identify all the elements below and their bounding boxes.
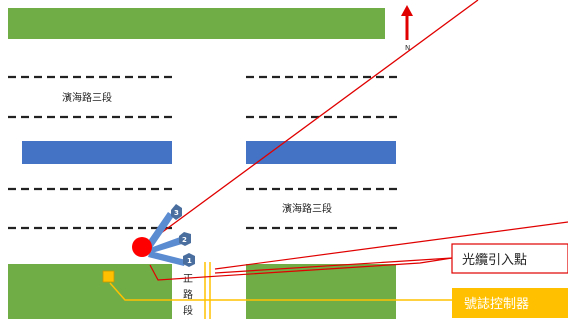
fiber-callout-line-a (214, 221, 568, 270)
vertical-road-char-3: 段 (183, 304, 193, 317)
controller-marker (102, 270, 115, 283)
median-left (22, 141, 172, 164)
median-right (246, 141, 396, 164)
bottom-left-green-block (8, 264, 172, 319)
road-label-right: 濱海路三段 (282, 202, 332, 215)
marker-badge-3: 3 (171, 204, 182, 220)
marker-badge-2-label: 2 (182, 236, 187, 244)
road-label-left: 濱海路三段 (62, 91, 112, 104)
marker-pointers (146, 212, 186, 266)
fiber-entry-callout: 光纜引入點 (451, 243, 568, 274)
vertical-road-char-1: 正 (183, 274, 193, 285)
north-arrow-icon (401, 5, 413, 40)
signal-point-connector (149, 257, 453, 281)
controller-connector-line (109, 282, 452, 301)
lane-lines-bottom (8, 187, 400, 230)
diagonal-red-line (141, 0, 479, 248)
marker-badge-1: 1 (183, 253, 195, 267)
lane-lines-top (8, 75, 400, 119)
signal-point (132, 237, 152, 257)
fiber-entry-label: 光纜引入點 (462, 252, 527, 268)
signal-controller-callout: 號誌控制器 (452, 288, 568, 318)
marker-badge-2: 2 (179, 232, 191, 246)
fiber-callout-line-b (214, 257, 453, 274)
signal-controller-label: 號誌控制器 (464, 296, 529, 312)
vertical-road-lines (204, 262, 211, 319)
vertical-road-char-2: 路 (183, 288, 193, 301)
top-green-block (8, 8, 385, 39)
marker-badge-1-label: 1 (187, 257, 192, 265)
north-label: N (405, 44, 410, 52)
marker-badge-3-label: 3 (174, 209, 179, 217)
